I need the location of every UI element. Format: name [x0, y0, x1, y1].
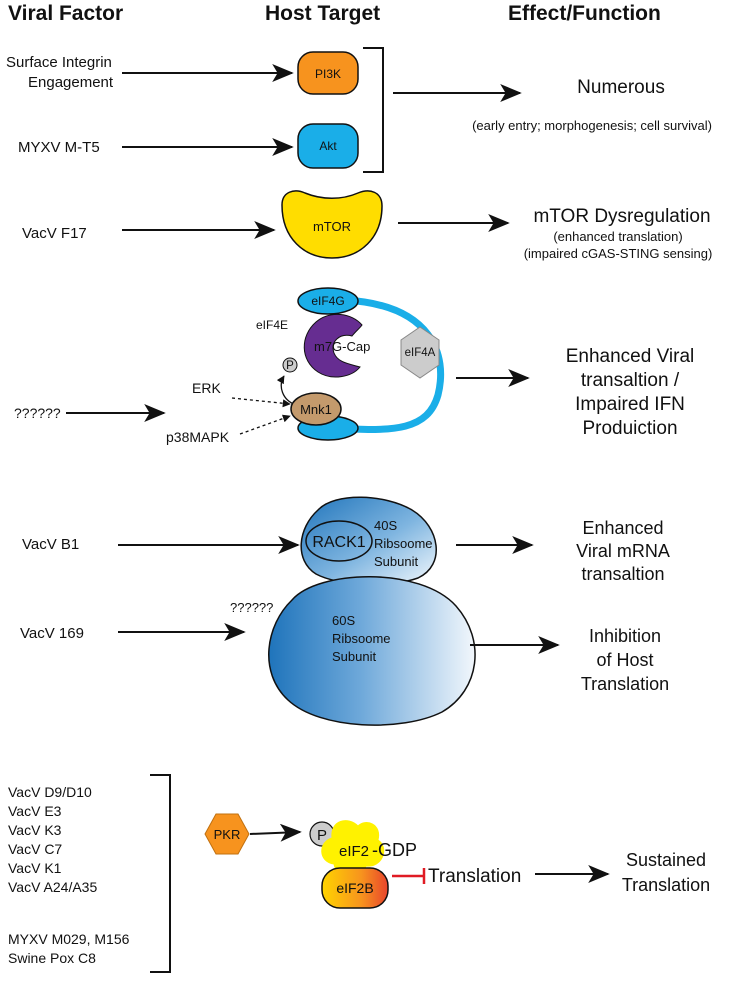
eif4g-label: eIF4G [311, 294, 344, 308]
effect-40s-line1: Enhanced [582, 518, 663, 538]
eif2b-node [321, 867, 389, 909]
effect-eif4-line2: transaltion / [581, 370, 680, 391]
effect-60s-line3: Translation [581, 674, 669, 694]
sub40-line2: Ribsoome [374, 536, 433, 551]
effect-60s-line1: Inhibition [589, 626, 661, 646]
pkr-factor-3: VacV K3 [8, 822, 62, 838]
effect-eif4-line1: Enhanced Viral [566, 346, 695, 367]
effect-60s-line2: of Host [596, 650, 653, 670]
ribosome-60s [268, 576, 476, 726]
sub40-line1: 40S [374, 518, 397, 533]
factor-surface-integrin-line2: Engagement [28, 74, 114, 91]
phospho-eif2-label: P [317, 827, 327, 844]
translation-label: Translation [428, 866, 521, 887]
gdp-label: -GDP [372, 840, 417, 860]
pkr-node [204, 813, 250, 855]
pkr-factor-7: MYXV M029, M156 [8, 931, 130, 947]
cap-label: m7G-Cap [314, 339, 370, 354]
arrow-erk-to-mnk1 [231, 397, 291, 408]
effect-40s-line3: transaltion [581, 564, 664, 584]
pkr-factor-5: VacV K1 [8, 860, 62, 876]
effect-mtor-note-2: (impaired cGAS-STING sensing) [524, 246, 713, 261]
arrow-pkr-to-eif2 [249, 823, 302, 842]
eif2-node [321, 820, 385, 876]
mnk1-label: Mnk1 [300, 402, 332, 417]
eif4e-node [303, 314, 363, 378]
sub60-line2: Ribsoome [332, 631, 391, 646]
effect-numerous-note: (early entry; morphogenesis; cell surviv… [472, 118, 712, 133]
effect-pkr-line2: Translation [622, 875, 710, 895]
mnk1-node [290, 392, 342, 426]
arrow-p38-to-mnk1 [239, 414, 291, 435]
effect-mtor-dysregulation: mTOR Dysregulation [533, 206, 710, 227]
pkr-factor-8: Swine Pox C8 [8, 950, 96, 966]
eif2b-label: eIF2B [336, 880, 373, 896]
factor-surface-integrin-line1: Surface Integrin [6, 54, 112, 71]
pkr-factor-6: VacV A24/A35 [8, 879, 97, 895]
header-host-target: Host Target [265, 2, 380, 25]
p38mapk-label: p38MAPK [166, 429, 230, 445]
sub60-line3: Subunit [332, 649, 376, 664]
phospho-eif4e-icon [282, 357, 298, 373]
eif4a-label: eIF4A [405, 347, 436, 359]
sub40-line3: Subunit [374, 554, 418, 569]
factor-vacv-169: VacV 169 [20, 625, 84, 642]
mtor-label: mTOR [313, 219, 351, 234]
pkr-factor-4: VacV C7 [8, 841, 62, 857]
factor-vacv-b1: VacV B1 [22, 536, 79, 553]
effect-eif4-line4: Produiction [582, 418, 677, 439]
pi3k-akt-bracket [363, 47, 384, 173]
eif4g-node [297, 287, 359, 315]
effect-mtor-note-1: (enhanced translation) [553, 229, 682, 244]
pkr-factor-1: VacV D9/D10 [8, 784, 92, 800]
eif2-label: eIF2 [339, 843, 369, 860]
mtor-node [281, 190, 383, 259]
eif4a-node [400, 326, 440, 379]
phospho-eif4e-label: P [286, 360, 294, 372]
effect-eif4-line3: Impaired IFN [575, 394, 685, 415]
unknown-target-60s: ?????? [230, 600, 273, 615]
factor-myxv-mt5: MYXV M-T5 [18, 139, 100, 156]
effect-40s-line2: Viral mRNA [576, 541, 670, 561]
pi3k-node [297, 51, 359, 95]
effect-numerous: Numerous [577, 77, 665, 98]
pkr-factors-bracket [150, 774, 171, 973]
rack1-node [305, 520, 373, 562]
pi3k-label: PI3K [315, 67, 341, 81]
akt-node [297, 123, 359, 169]
factor-unknown-eif4: ?????? [14, 405, 61, 421]
header-viral-factor: Viral Factor [8, 2, 123, 25]
ribosome-40s [300, 496, 437, 586]
sub60-line1: 60S [332, 613, 355, 628]
eif4e-label: eIF4E [256, 318, 288, 332]
erk-label: ERK [192, 380, 221, 396]
pkr-label: PKR [214, 827, 241, 842]
akt-label: Akt [319, 139, 337, 153]
effect-pkr-line1: Sustained [626, 850, 706, 870]
mrna-loop [335, 296, 445, 433]
rack1-label: RACK1 [312, 534, 365, 551]
header-effect-function: Effect/Function [508, 2, 661, 25]
pkr-factor-2: VacV E3 [8, 803, 62, 819]
factor-vacv-f17: VacV F17 [22, 225, 87, 242]
